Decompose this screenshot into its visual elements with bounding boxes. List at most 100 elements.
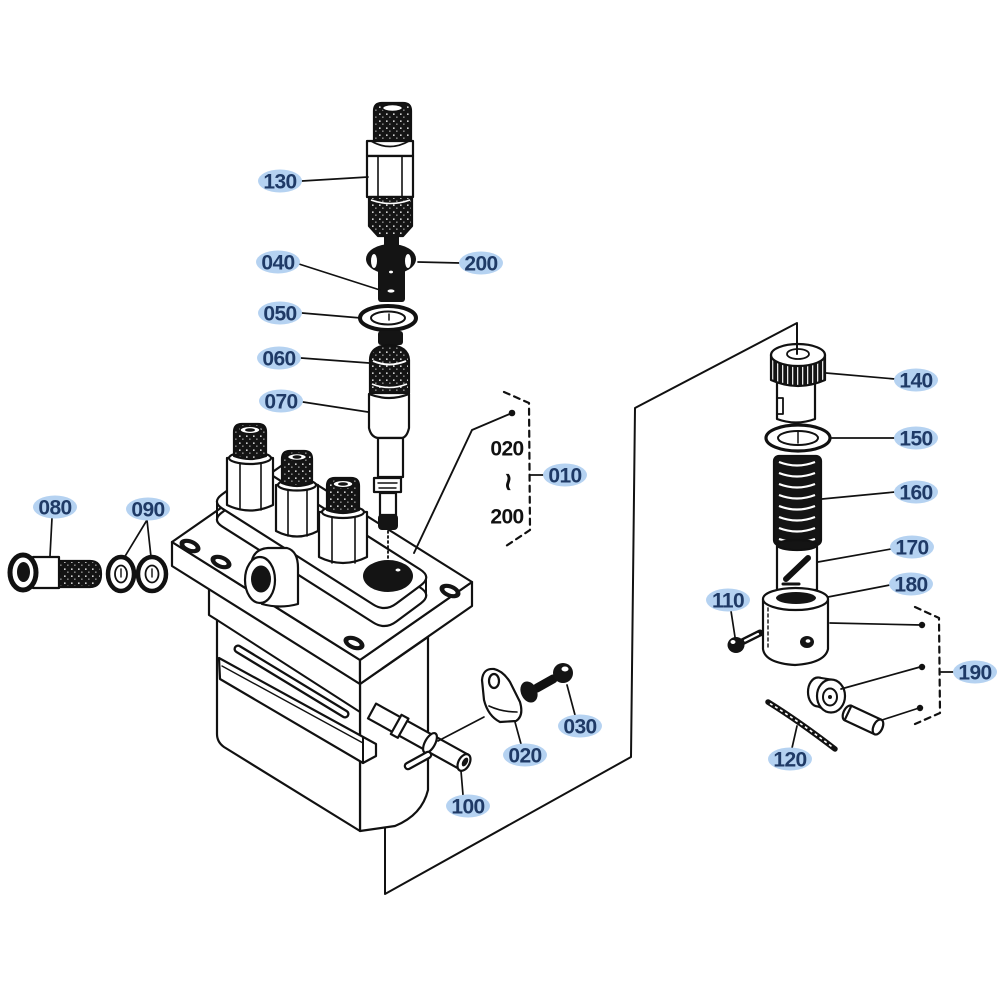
lever-pin-face <box>406 753 430 768</box>
callout-highlight <box>894 368 938 392</box>
callout-number: 050 <box>263 303 296 326</box>
holder-collar-curve <box>370 140 410 148</box>
banjo-neck <box>58 565 63 576</box>
banjo-fitting <box>7 552 103 593</box>
holder-cap-bore <box>245 428 255 432</box>
valve-ring <box>372 360 407 366</box>
bolt-hole <box>439 583 461 599</box>
callout-number: 040 <box>261 252 294 275</box>
holder-hex-body <box>274 483 320 538</box>
callout-delivery-valve[interactable]: 060 <box>257 346 301 371</box>
callout-plunger-element[interactable]: 070 <box>259 389 303 414</box>
leader-line <box>460 770 464 796</box>
callout-sealing-washers[interactable]: 090 <box>126 497 170 522</box>
assembly-010-bracket: 020 ~ 200 <box>490 390 532 548</box>
callout-highlight <box>258 169 302 193</box>
right-column-parts <box>727 342 885 752</box>
housing-rail <box>217 656 378 765</box>
callouts: 130 040 200 050 060 070 010 030 <box>33 169 997 819</box>
valve-body <box>368 343 411 395</box>
banjo-thread <box>55 559 103 589</box>
callout-highlight <box>543 463 587 487</box>
callout-leaders <box>49 176 955 796</box>
holder-hex-body <box>225 456 275 512</box>
callout-threaded-holder[interactable]: 130 <box>258 169 302 194</box>
guide-bolt-shank-face <box>743 632 760 642</box>
leader-line <box>566 684 576 716</box>
seat-helix <box>783 555 811 582</box>
plunger-bore <box>363 560 413 592</box>
callout-highlight <box>889 572 933 596</box>
holder-cap-bore <box>338 482 348 486</box>
leader-line <box>417 261 461 264</box>
guide-bolt-glint <box>730 640 736 644</box>
delivery-valve-holder <box>317 476 369 565</box>
callout-highlight <box>706 588 750 612</box>
roller-tappet <box>761 586 830 667</box>
callout-gasket-washer[interactable]: 050 <box>258 301 302 326</box>
plunger-element <box>367 392 411 562</box>
callout-highlight <box>459 251 503 275</box>
bolt-with-nut <box>520 663 573 703</box>
callout-number: 170 <box>895 537 928 560</box>
callout-lever-plate[interactable]: 020 <box>503 743 547 768</box>
callout-highlight <box>768 747 812 771</box>
plunger-land-grooves <box>377 482 398 489</box>
callout-highlight <box>257 346 301 370</box>
spring-tip <box>384 235 399 245</box>
callout-shim-washer[interactable]: 150 <box>894 426 938 451</box>
kit-leader-pin <box>881 707 920 721</box>
callout-knurled-cap[interactable]: 140 <box>894 368 938 393</box>
callout-number: 080 <box>38 497 71 520</box>
range-through-symbol: ~ <box>493 471 523 493</box>
callout-valve-spring[interactable]: 040 <box>256 250 300 275</box>
callout-highlight <box>33 495 77 519</box>
tappet-body <box>761 597 830 667</box>
left-fittings <box>7 552 169 594</box>
callout-pump-assembly[interactable]: 010 <box>543 463 587 488</box>
callout-number: 200 <box>464 253 497 276</box>
o-ring-inner-left <box>371 254 377 268</box>
callout-wire-clip[interactable]: 120 <box>768 747 812 772</box>
leader-line <box>300 357 370 364</box>
callout-coil-spring[interactable]: 160 <box>894 480 938 505</box>
spring-coil-highlights <box>778 460 816 544</box>
callout-number: 150 <box>899 428 932 451</box>
callout-control-rod[interactable]: 100 <box>446 794 490 819</box>
holder-top-thread <box>372 101 413 143</box>
callout-guide-bolt[interactable]: 110 <box>706 588 750 613</box>
callout-bolt[interactable]: 030 <box>558 714 602 739</box>
bracket-dashed-line <box>913 605 942 726</box>
callout-o-ring[interactable]: 200 <box>459 251 503 276</box>
threaded-holder <box>365 101 415 238</box>
callout-number: 190 <box>958 662 991 685</box>
delivery-valve-holder <box>274 449 320 538</box>
callout-number: 120 <box>773 749 806 772</box>
bolt-head-glint <box>561 666 569 672</box>
callout-tappet[interactable]: 180 <box>889 572 933 597</box>
kit-190-bracket <box>829 605 942 726</box>
plunger-neck <box>378 491 398 517</box>
callout-roller-kit[interactable]: 190 <box>953 660 997 685</box>
shim-washer <box>764 423 832 453</box>
guide-bolt-head <box>727 637 745 653</box>
callout-banjo-fitting[interactable]: 080 <box>33 495 77 520</box>
lever-plate <box>480 667 523 724</box>
link-lines <box>384 322 798 895</box>
inlet-hole <box>251 565 271 593</box>
callout-spring-seat[interactable]: 170 <box>890 535 934 560</box>
callout-highlight <box>890 535 934 559</box>
holder-hex-facets <box>287 486 308 537</box>
lever-body <box>480 667 523 724</box>
callout-number: 110 <box>712 590 744 613</box>
barrel <box>367 392 411 440</box>
holder-hex <box>365 154 415 199</box>
kit-leader-dot <box>918 621 926 629</box>
holder-hex-facets <box>377 156 403 197</box>
kit-leader-roller <box>840 666 921 690</box>
holder-hex-facets <box>331 513 356 564</box>
callout-number: 180 <box>894 574 927 597</box>
seat-top <box>775 538 819 552</box>
spring-glint <box>389 270 393 274</box>
bolt-hole <box>210 554 232 570</box>
